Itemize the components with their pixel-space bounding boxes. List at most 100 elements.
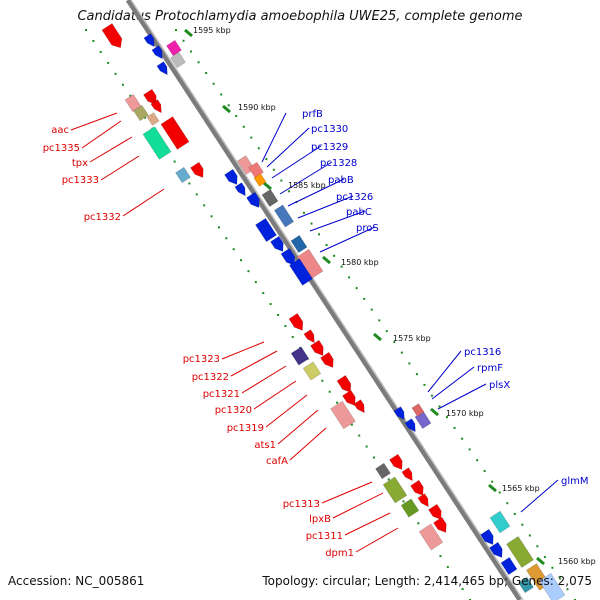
leader-line bbox=[81, 120, 122, 149]
tick-dot bbox=[365, 445, 368, 448]
tick-dot bbox=[348, 276, 351, 279]
reverse-gene-label[interactable]: pc1335 bbox=[43, 143, 80, 154]
tick-dot bbox=[400, 351, 403, 354]
leader-line bbox=[431, 366, 475, 400]
gene-feature bbox=[428, 503, 442, 520]
gene-feature bbox=[404, 418, 416, 433]
genome-summary-text: Topology: circular; Length: 2,414,465 bp… bbox=[262, 574, 592, 588]
tick-dot bbox=[99, 50, 102, 53]
tick-dot bbox=[287, 190, 290, 193]
tick-dot bbox=[423, 383, 426, 386]
scale-label: 1590 kbp bbox=[238, 103, 276, 112]
tick-dot bbox=[446, 416, 449, 419]
reverse-gene-label[interactable]: dpm1 bbox=[325, 548, 354, 559]
gene-feature bbox=[330, 400, 356, 430]
gene-feature bbox=[175, 166, 191, 184]
gene-feature bbox=[500, 556, 518, 576]
reverse-gene-label[interactable]: lpxB bbox=[309, 514, 331, 525]
leader-line bbox=[261, 112, 287, 163]
tick-dot bbox=[325, 244, 328, 247]
tick-dot bbox=[242, 125, 245, 128]
gene-feature bbox=[375, 462, 391, 480]
gene-feature bbox=[538, 572, 566, 600]
tick-dot bbox=[240, 259, 243, 262]
forward-gene-label[interactable]: pc1329 bbox=[311, 142, 348, 153]
leader-line bbox=[70, 112, 118, 131]
gene-feature bbox=[160, 116, 190, 150]
reverse-gene-label[interactable]: aac bbox=[51, 125, 69, 136]
tick-dot bbox=[254, 281, 257, 284]
forward-gene-label[interactable]: pc1326 bbox=[336, 192, 373, 203]
reverse-gene-label[interactable]: pc1322 bbox=[192, 372, 229, 383]
major-tick bbox=[430, 407, 439, 417]
tick-dot bbox=[129, 94, 132, 97]
forward-gene-label[interactable]: rpmF bbox=[477, 363, 503, 374]
gene-feature bbox=[156, 61, 168, 76]
leader-line bbox=[309, 210, 366, 232]
gene-feature bbox=[234, 182, 246, 197]
tick-dot bbox=[217, 226, 220, 229]
tick-dot bbox=[92, 39, 95, 42]
tick-dot bbox=[387, 478, 390, 481]
gene-feature bbox=[253, 173, 267, 187]
reverse-gene-label[interactable]: pc1313 bbox=[283, 499, 320, 510]
tick-dot bbox=[340, 265, 343, 268]
forward-gene-label[interactable]: pc1328 bbox=[320, 158, 357, 169]
reverse-gene-label[interactable]: pc1333 bbox=[62, 175, 99, 186]
leader-line bbox=[344, 512, 391, 536]
gene-feature bbox=[401, 467, 413, 482]
forward-gene-label[interactable]: plsX bbox=[489, 380, 510, 391]
tick-dot bbox=[358, 434, 361, 437]
reverse-gene-label[interactable]: ats1 bbox=[254, 440, 276, 451]
reverse-gene-label[interactable]: pc1332 bbox=[84, 212, 121, 223]
forward-gene-label[interactable]: prfB bbox=[302, 109, 323, 120]
gene-feature bbox=[310, 339, 324, 356]
tick-dot bbox=[203, 204, 206, 207]
tick-dot bbox=[543, 555, 546, 558]
gene-feature bbox=[433, 516, 447, 533]
leader-line bbox=[100, 155, 140, 181]
reverse-gene-label[interactable]: cafA bbox=[266, 456, 288, 467]
tick-dot bbox=[439, 555, 442, 558]
tick-dot bbox=[385, 330, 388, 333]
reverse-gene-label[interactable]: pc1319 bbox=[227, 423, 264, 434]
gene-feature bbox=[290, 234, 308, 254]
forward-gene-label[interactable]: pc1316 bbox=[464, 347, 501, 358]
tick-dot bbox=[284, 324, 287, 327]
reverse-gene-label[interactable]: pc1311 bbox=[306, 531, 343, 542]
reverse-gene-label[interactable]: pc1320 bbox=[215, 405, 252, 416]
tick-dot bbox=[551, 566, 554, 569]
tick-dot bbox=[210, 215, 213, 218]
tick-dot bbox=[483, 469, 486, 472]
gene-feature bbox=[288, 312, 304, 331]
leader-line bbox=[427, 350, 462, 393]
forward-gene-label[interactable]: proS bbox=[356, 223, 379, 234]
major-tick bbox=[488, 483, 497, 493]
leader-line bbox=[271, 145, 322, 179]
gene-feature bbox=[302, 361, 322, 381]
reverse-gene-label[interactable]: tpx bbox=[72, 158, 88, 169]
reverse-gene-label[interactable]: pc1323 bbox=[183, 354, 220, 365]
major-tick bbox=[322, 255, 331, 265]
leader-line bbox=[437, 383, 487, 410]
leader-line bbox=[321, 481, 373, 504]
tick-dot bbox=[262, 292, 265, 295]
forward-gene-label[interactable]: glmM bbox=[561, 476, 589, 487]
tick-dot bbox=[175, 29, 177, 31]
scale-label: 1580 kbp bbox=[341, 258, 379, 267]
leader-line bbox=[355, 527, 399, 553]
tick-dot bbox=[378, 319, 381, 322]
gene-feature bbox=[143, 33, 155, 48]
gene-feature bbox=[320, 351, 334, 368]
forward-gene-label[interactable]: pabB bbox=[328, 175, 354, 186]
tick-dot bbox=[558, 577, 561, 580]
tick-dot bbox=[182, 39, 185, 42]
reverse-gene-label[interactable]: pc1321 bbox=[203, 389, 240, 400]
gene-feature bbox=[410, 479, 424, 496]
gene-feature bbox=[289, 258, 313, 286]
forward-gene-label[interactable]: pabC bbox=[346, 207, 372, 218]
forward-gene-label[interactable]: pc1330 bbox=[311, 124, 348, 135]
tick-dot bbox=[506, 502, 509, 505]
tick-dot bbox=[321, 379, 324, 382]
